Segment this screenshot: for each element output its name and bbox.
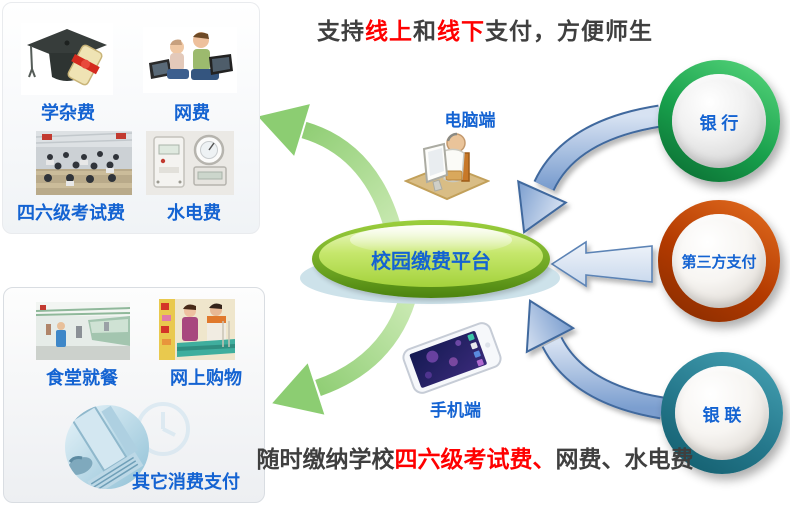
graduation-cap-icon — [21, 23, 113, 95]
title-part: 支付，方便师生 — [485, 18, 653, 44]
platform-label: 校园缴费平台 — [371, 250, 491, 273]
note-part: 随时缴纳学校 — [256, 446, 395, 472]
third-party-payment-button: 第三方支付 — [658, 200, 780, 322]
fee-label: 网费 — [174, 103, 210, 123]
fee-label: 食堂就餐 — [46, 368, 118, 388]
note-part: 网费、水电费 — [555, 446, 694, 472]
children-laptops-icon — [143, 27, 237, 93]
arrow-platform-to-fees-bottom — [272, 287, 419, 415]
supermarket-checkout-icon — [159, 299, 235, 360]
bank-button-label: 银 行 — [672, 74, 766, 168]
platform-gloss — [350, 225, 512, 256]
fee-label: 水电费 — [167, 203, 221, 223]
title-part: 支持 — [317, 18, 365, 44]
unionpay-button: 银 联 — [661, 352, 783, 474]
title-part: 和 — [413, 18, 437, 44]
fee-label: 网上购物 — [170, 368, 242, 388]
arrow-platform-to-fees-top — [258, 104, 403, 235]
arrow-bank-to-platform — [517, 104, 662, 234]
canteen-icon — [36, 302, 130, 360]
fee-panel-top: 学杂费 网费 — [2, 2, 260, 234]
campus-payment-platform: 校园缴费平台 — [312, 220, 550, 298]
fee-label: 四六级考试费 — [17, 203, 125, 223]
title-highlight-online: 线上 — [365, 18, 413, 44]
bottom-note: 随时缴纳学校四六级考试费、网费、水电费 — [255, 440, 695, 474]
fee-label: 其它消费支付 — [132, 472, 240, 492]
exam-classroom-icon — [36, 131, 132, 195]
utility-meters-icon — [146, 131, 234, 195]
note-highlight: 四六级考试费、 — [394, 446, 556, 472]
online-payment-keyboard-icon — [65, 405, 149, 489]
pc-user-icon — [404, 132, 490, 201]
third-party-button-label: 第三方支付 — [672, 214, 766, 308]
arrow-unionpay-to-platform — [525, 299, 664, 420]
fee-label: 学杂费 — [41, 103, 95, 123]
fee-panel-bottom: 食堂就餐 网上购物 — [3, 287, 265, 503]
title-highlight-offline: 线下 — [437, 18, 485, 44]
mobile-endpoint-label: 手机端 — [430, 401, 481, 420]
unionpay-button-label: 银 联 — [675, 366, 769, 460]
bank-button: 银 行 — [658, 60, 780, 182]
arrow-thirdparty-to-platform — [550, 240, 653, 288]
slide-title: 支持线上和线下支付，方便师生 — [290, 12, 680, 46]
smartphone-icon — [402, 322, 502, 394]
pc-endpoint-label: 电脑端 — [444, 111, 496, 130]
